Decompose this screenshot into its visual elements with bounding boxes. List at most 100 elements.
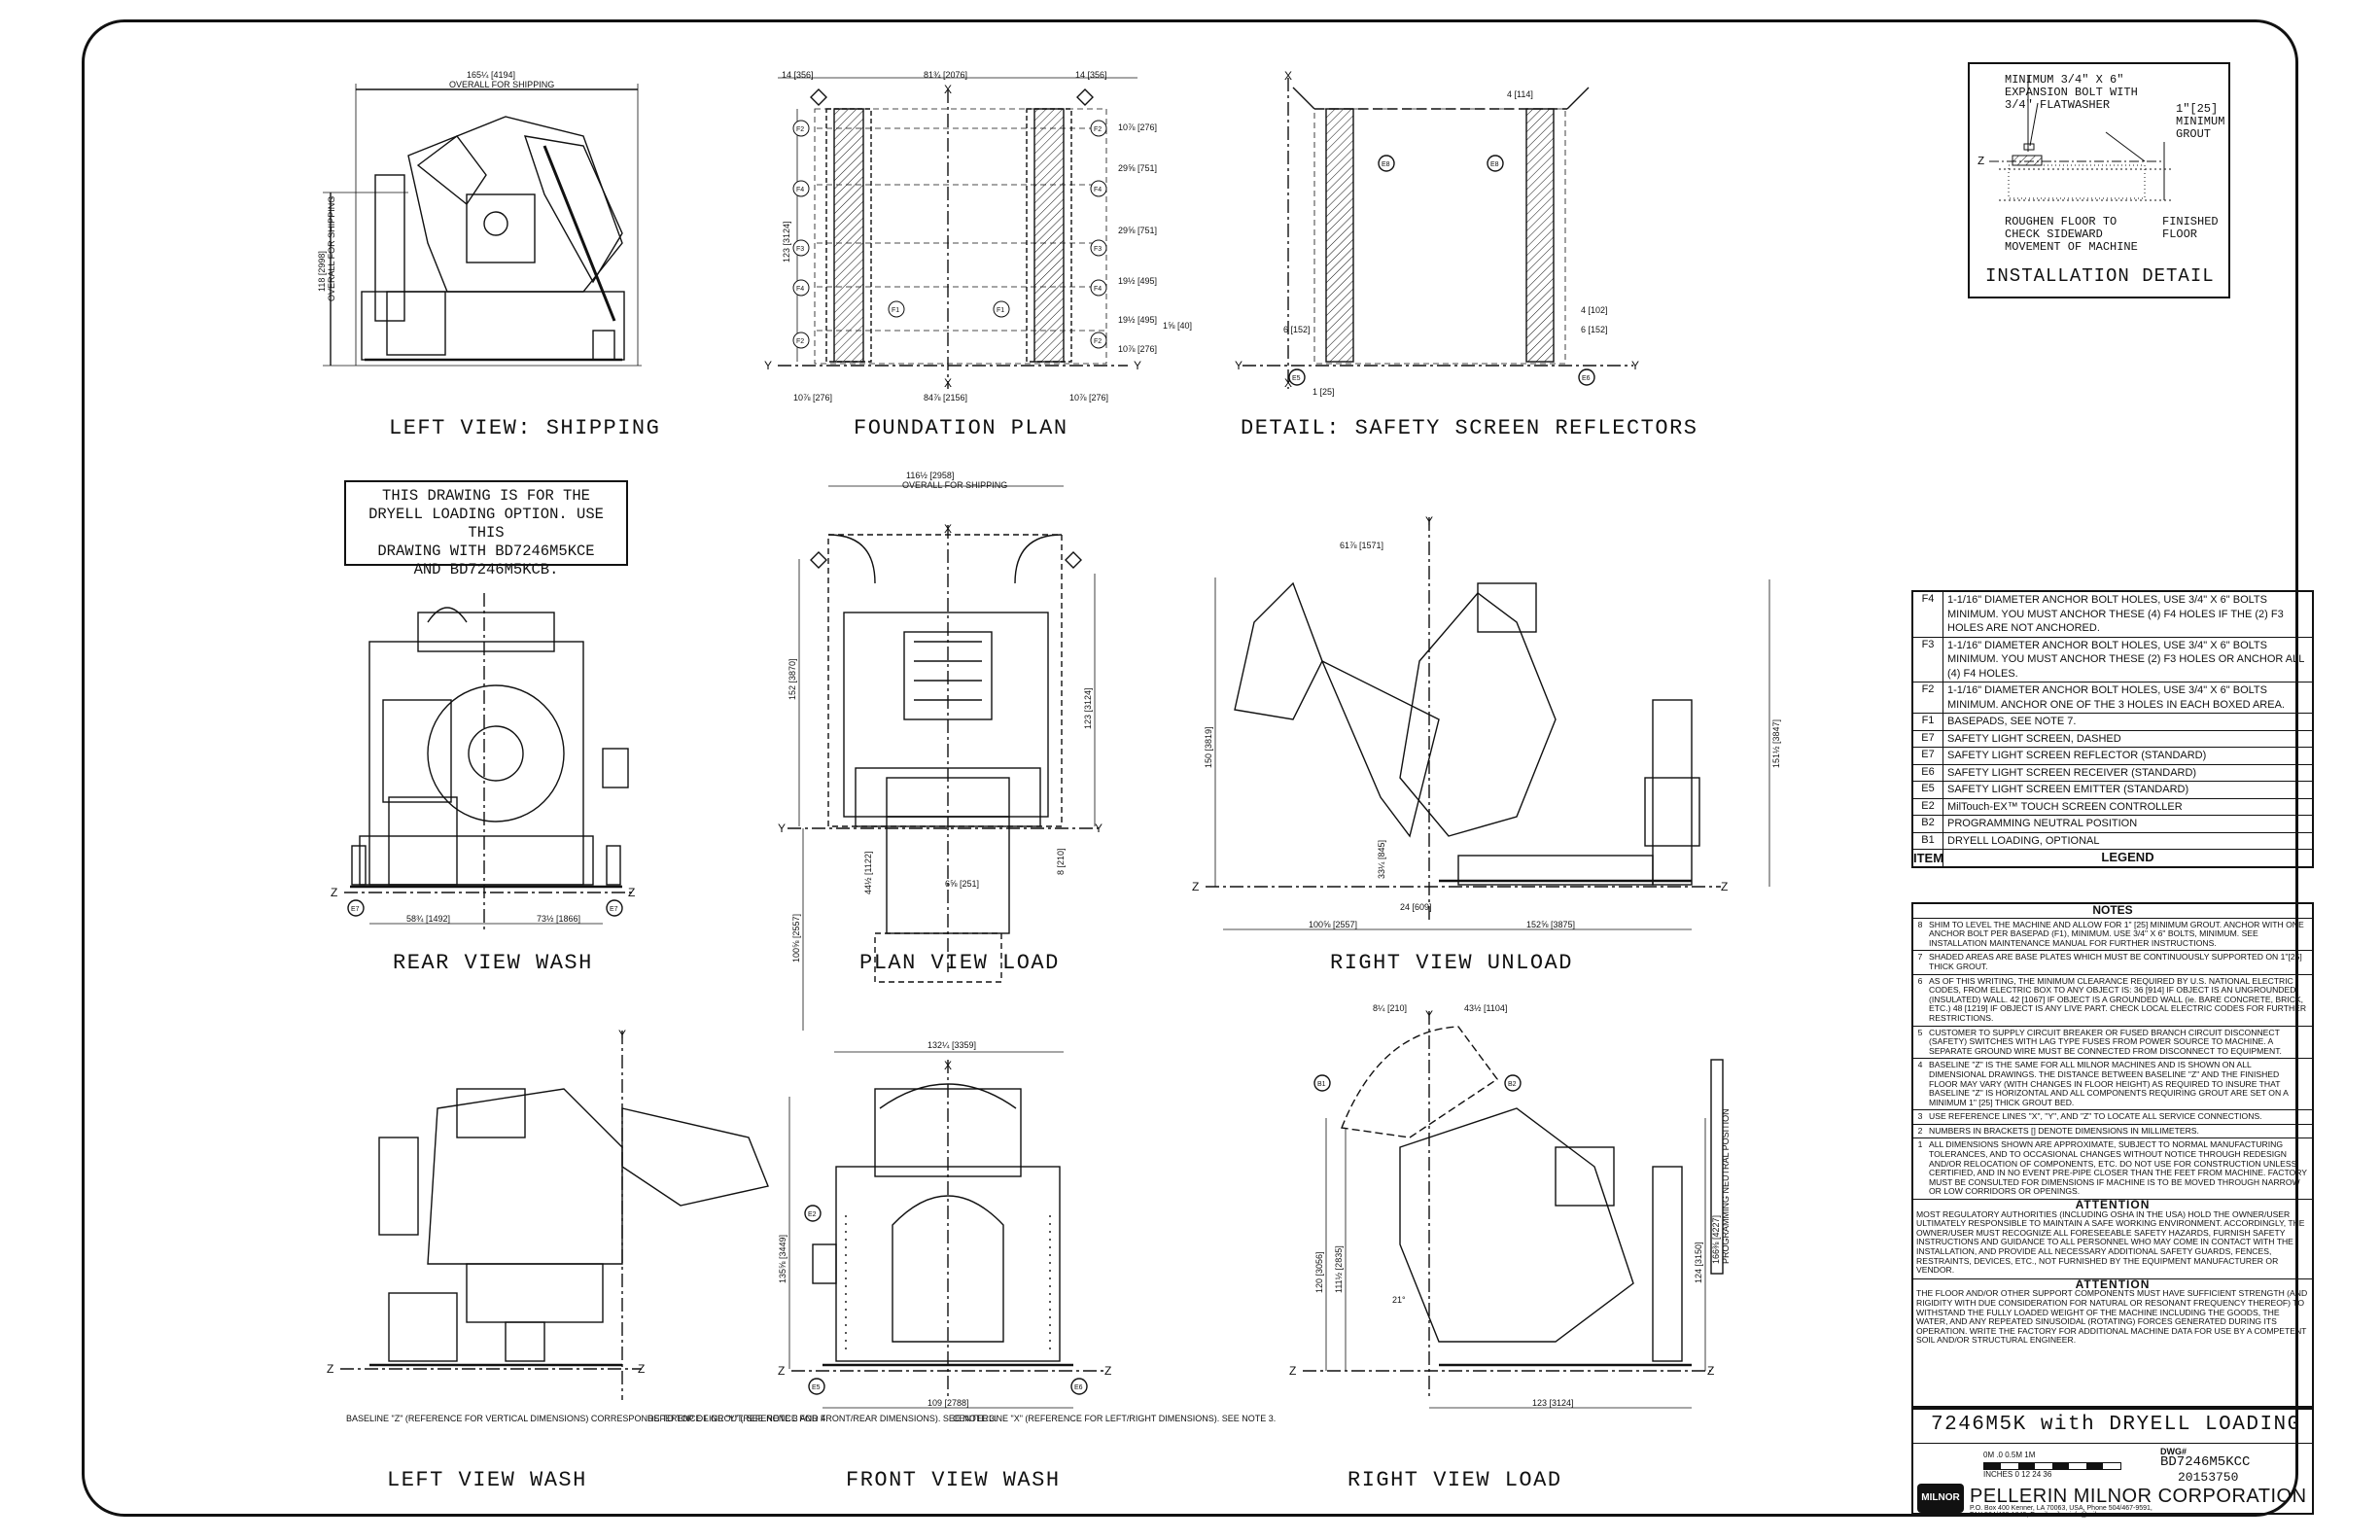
- plan-dim-width: 116½ [2958]: [906, 471, 954, 480]
- fw-callout-e2: E2: [808, 1211, 817, 1218]
- legend-text: BASEPADS, SEE NOTE 7.: [1947, 716, 2077, 727]
- attention-2: ATTENTION THE FLOOR AND/OR OTHER SUPPORT…: [1913, 1277, 2312, 1348]
- rear-callout-e7-r: E7: [610, 906, 618, 913]
- plan-view-load: 116½ [2958] OVERALL FOR SHIPPING X Y Y 1…: [778, 471, 1102, 1031]
- fp-dim-small: 1⅝ [40]: [1163, 321, 1192, 331]
- legend-text: PROGRAMMING NEUTRAL POSITION: [1947, 818, 2138, 829]
- view-title-foundation: FOUNDATION PLAN: [854, 416, 1068, 440]
- rl-dim-angle: 21°: [1392, 1295, 1406, 1305]
- note-number: 4: [1917, 1060, 1923, 1070]
- plan-dim-f: 100⅝ [2557]: [791, 914, 801, 962]
- installation-detail: MINIMUM 3/4" X 6" EXPANSION BOLT WITH 3/…: [1968, 62, 2230, 298]
- foundation-plan: 14 [356] 81¾ [2076] 14 [356] X X Y Y 123…: [764, 70, 1192, 402]
- rear-callout-e7-l: E7: [351, 906, 360, 913]
- fp-callout-f4-r2: F4: [1094, 286, 1102, 293]
- legend-text: 1-1/16" DIAMETER ANCHOR BOLT HOLES, USE …: [1947, 639, 2304, 680]
- fp-callout-f2-r2: F2: [1094, 338, 1102, 345]
- note-number: 5: [1917, 1027, 1923, 1037]
- fp-dim-b2: 84⅞ [2156]: [924, 393, 967, 402]
- fp-dim-r4: 19½ [495]: [1118, 276, 1157, 286]
- title-divider: [1913, 1443, 2312, 1444]
- fp-callout-f4-l1: F4: [796, 187, 804, 193]
- scale-bar-bottom: INCHES 0 12 24 36: [1983, 1470, 2052, 1479]
- rear-dim-a: 58¾ [1492]: [406, 914, 450, 924]
- det-callout-e6: E6: [1582, 375, 1591, 382]
- notes-title: NOTES: [1913, 904, 2312, 919]
- dwg-number: BD7246M5KCC: [2160, 1454, 2251, 1470]
- legend-text: SAFETY LIGHT SCREEN EMITTER (STANDARD): [1947, 784, 2189, 795]
- fp-dim-r6: 10⅞ [276]: [1118, 344, 1157, 354]
- legend-key: E6: [1913, 764, 1943, 781]
- install-finished-1: FINISHED: [2162, 215, 2219, 228]
- plan-dim-d: 6⅝ [251]: [945, 879, 979, 889]
- note-text: USE REFERENCE LINES "X", "Y", AND "Z" TO…: [1929, 1111, 2262, 1122]
- fp-ref-y-left: Y: [764, 359, 772, 372]
- installation-sketch: [1989, 76, 2174, 201]
- fp-dim-r3: 29⅝ [751]: [1118, 226, 1157, 235]
- fp-callout-f3-r: F3: [1094, 246, 1102, 253]
- ru-dim-e: 24 [609]: [1400, 902, 1432, 912]
- fp-callout-f2-r1: F2: [1094, 126, 1102, 133]
- det-dim-e: 1 [25]: [1312, 387, 1335, 397]
- legend-key: F3: [1913, 637, 1943, 682]
- title-block: 7246M5K with DRYELL LOADING 0M .0 0.5M 1…: [1911, 1408, 2314, 1519]
- fw-dim-a: 132¼ [3359]: [928, 1040, 976, 1050]
- plan-ref-x: X: [944, 522, 952, 536]
- fp-dim-top-mid: 81¾ [2076]: [924, 70, 967, 80]
- note-item: 2 NUMBERS IN BRACKETS [] DENOTE DIMENSION…: [1913, 1125, 2312, 1139]
- det-callout-e8-r: E8: [1490, 161, 1499, 168]
- rl-dim-f: 166⅜ [4227]: [1711, 1215, 1721, 1264]
- drawing-note-line2: DRYELL LOADING OPTION. USE THIS: [368, 506, 604, 542]
- fw-ref-z-right: Z: [1104, 1364, 1111, 1378]
- plan-dim-a: 152 [3870]: [788, 658, 797, 700]
- fw-callout-e5: E5: [812, 1384, 821, 1391]
- fp-callout-f2-l1: F2: [796, 126, 804, 133]
- fp-dim-top-right: 14 [356]: [1075, 70, 1107, 80]
- view-title-left-wash: LEFT VIEW WASH: [387, 1468, 587, 1492]
- ru-dim-c: 151½ [3847]: [1771, 719, 1781, 768]
- legend-text: 1-1/16" DIAMETER ANCHOR BOLT HOLES, USE …: [1947, 594, 2284, 634]
- rl-callout-b2: B2: [1508, 1081, 1517, 1088]
- det-callout-e5: E5: [1292, 375, 1301, 382]
- plan-ref-y-left: Y: [778, 822, 786, 835]
- dwg-code: 20153750: [2178, 1470, 2239, 1485]
- ru-ref-z-right: Z: [1721, 880, 1728, 893]
- legend-text: DRYELL LOADING, OPTIONAL: [1947, 834, 2100, 847]
- fp-callout-f4-l2: F4: [796, 286, 804, 293]
- callout-baseline-z: BASELINE "Z" (REFERENCE FOR VERTICAL DIM…: [346, 1414, 828, 1423]
- lw-ref-y: Y: [618, 1028, 626, 1041]
- drawing-note-line4: AND BD7246M5KCB.: [413, 561, 559, 578]
- note-number: 2: [1917, 1125, 1923, 1136]
- note-text: SHIM TO LEVEL THE MACHINE AND ALLOW FOR …: [1929, 919, 2304, 948]
- rl-dim-f-note: PROGRAMMING NEUTRAL POSITION: [1721, 1108, 1731, 1264]
- rear-ref-z-right: Z: [628, 886, 635, 899]
- attention-2-title: ATTENTION: [2075, 1277, 2151, 1291]
- note-text: NUMBERS IN BRACKETS [] DENOTE DIMENSIONS…: [1929, 1125, 2199, 1136]
- det-dim-a: 4 [114]: [1507, 89, 1533, 99]
- rl-dim-c: 120 [3056]: [1314, 1251, 1324, 1293]
- rl-dim-b: 43½ [1104]: [1464, 1003, 1507, 1013]
- rl-dim-d: 111½ [2835]: [1334, 1245, 1344, 1293]
- legend-header-value: LEGEND: [2101, 850, 2154, 864]
- fp-dim-b3: 10⅞ [276]: [1069, 393, 1108, 402]
- shipping-height-note: OVERALL FOR SHIPPING: [327, 196, 336, 301]
- fp-ref-x-top: X: [944, 83, 952, 96]
- dwg-label: DWG#: [2160, 1447, 2187, 1456]
- fp-dim-height: 123 [3124]: [782, 221, 791, 262]
- legend-text: SAFETY LIGHT SCREEN REFLECTOR (STANDARD): [1947, 750, 2207, 761]
- plan-dim-b: 123 [3124]: [1083, 687, 1093, 729]
- fw-dim-c: 109 [2788]: [928, 1398, 969, 1408]
- ru-ref-z-left: Z: [1192, 880, 1199, 893]
- rl-dim-g: 123 [3124]: [1532, 1398, 1574, 1408]
- plan-dim-c: 44½ [1122]: [863, 852, 873, 894]
